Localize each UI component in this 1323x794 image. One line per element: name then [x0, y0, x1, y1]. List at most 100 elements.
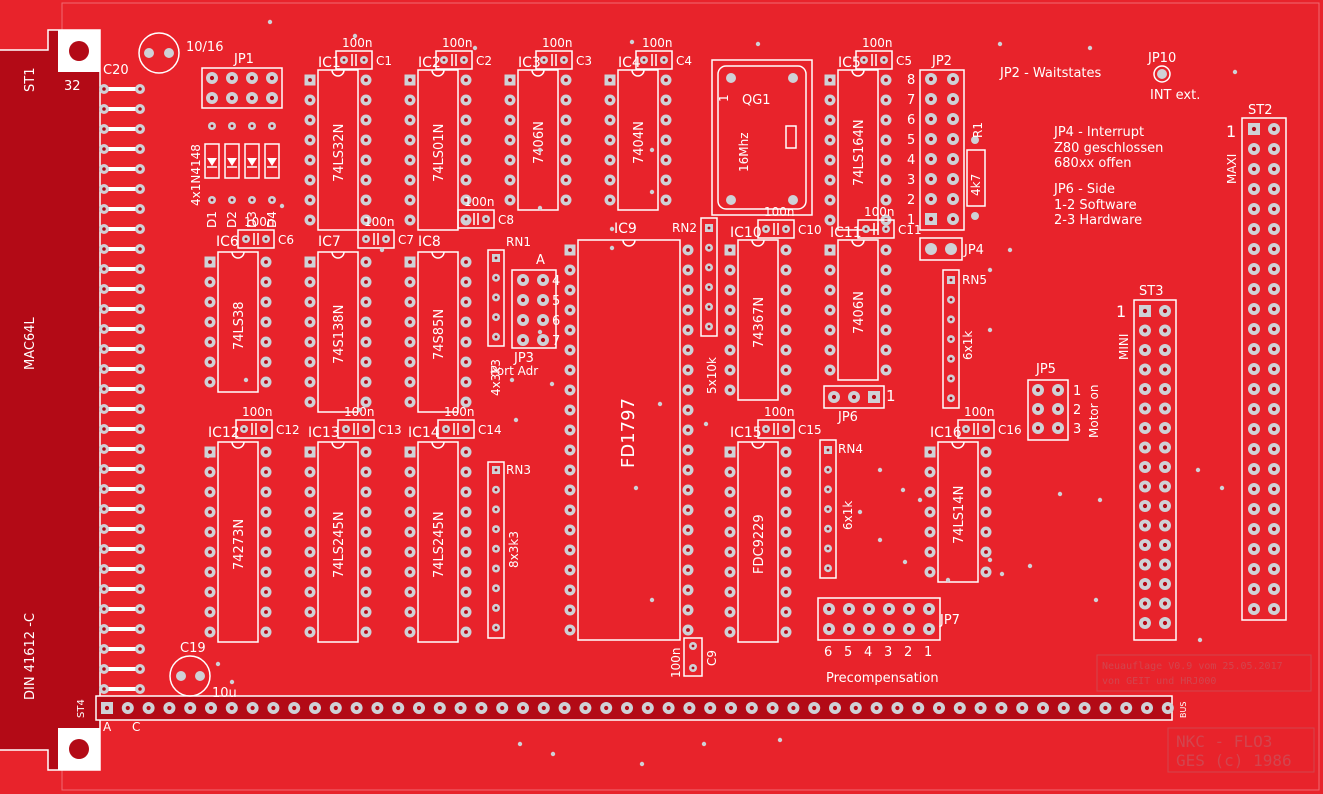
cap-label: C11 — [898, 223, 922, 237]
pad-hole — [984, 530, 988, 534]
header-st3: ST3 1 MINI — [1116, 284, 1177, 641]
via — [649, 597, 655, 603]
jp7-pin-number: 1 — [924, 645, 932, 660]
pad-hole — [728, 705, 734, 711]
pad-hole — [568, 488, 572, 492]
note-jp6-l1: 1-2 Software — [1054, 198, 1137, 213]
crystal-qg1: QG1 16Mhz 1 — [711, 59, 813, 216]
pad-hole — [464, 320, 468, 324]
pad-hole — [102, 427, 106, 431]
pad-hole — [364, 570, 368, 574]
via — [657, 401, 663, 407]
via — [537, 205, 543, 211]
pad-hole — [364, 530, 368, 534]
pad-hole — [308, 380, 312, 384]
pad-hole — [707, 285, 711, 289]
pad-hole — [384, 237, 388, 241]
pad-hole — [950, 136, 956, 142]
pad-hole — [541, 705, 546, 711]
via — [997, 41, 1003, 47]
pad-hole — [208, 705, 214, 711]
pad-hole — [209, 95, 215, 101]
st3-pins — [1139, 305, 1171, 629]
pad-hole — [494, 508, 498, 511]
pad-hole — [707, 246, 711, 250]
pad-hole — [464, 217, 468, 221]
pad-hole — [828, 268, 832, 272]
pad-hole — [928, 156, 934, 162]
note-jp4-l2: 680xx offen — [1054, 156, 1131, 171]
pad-hole — [728, 368, 732, 372]
pad-hole — [568, 628, 572, 632]
pad-hole — [408, 300, 412, 304]
diode-body — [224, 143, 240, 179]
via — [537, 329, 543, 335]
ic-body — [317, 251, 359, 413]
via — [1093, 597, 1099, 603]
pad-hole — [1251, 506, 1257, 512]
pad-hole — [1162, 484, 1168, 489]
pad-hole — [686, 408, 690, 412]
pad-hole — [1162, 406, 1168, 411]
pad-hole — [728, 308, 732, 312]
cap-value: 100n — [669, 647, 683, 678]
pad-hole — [564, 78, 568, 82]
diode-symbol — [227, 158, 237, 166]
cap-value: 100n — [442, 36, 473, 50]
pad-hole — [494, 256, 498, 260]
pad-hole — [464, 78, 468, 82]
pad-hole — [884, 78, 888, 82]
pad-hole — [264, 470, 268, 474]
ic-body — [317, 441, 359, 643]
pad-hole — [1055, 406, 1061, 412]
pad-hole — [308, 98, 312, 102]
pad-hole — [264, 360, 268, 364]
pad-hole — [1142, 523, 1148, 528]
pad-hole — [662, 58, 666, 62]
pad-hole — [230, 198, 234, 202]
rn2: RN2 5x10k — [672, 217, 719, 394]
pad-hole — [138, 147, 142, 151]
pad-hole — [464, 360, 468, 364]
pad-hole — [828, 288, 832, 292]
pad-hole — [1144, 705, 1150, 711]
pad-hole — [568, 608, 572, 612]
ic-label: IC10 — [730, 225, 762, 241]
pad-hole — [250, 198, 254, 202]
pad-hole — [208, 380, 212, 384]
pad-hole — [102, 587, 106, 591]
pad-hole — [464, 260, 468, 264]
pad-hole — [564, 118, 568, 122]
pad-hole — [707, 325, 711, 328]
pad-hole — [926, 606, 932, 612]
crystal-freq: 16Mhz — [737, 132, 751, 172]
pad-hole — [364, 118, 368, 122]
pad-hole — [664, 78, 668, 82]
pad-hole — [871, 394, 877, 400]
pad-hole — [568, 288, 572, 292]
via — [1087, 45, 1093, 51]
pad-hole — [1082, 705, 1087, 711]
pad-hole — [484, 217, 488, 221]
pad-hole — [464, 427, 468, 431]
pad-hole — [828, 218, 832, 222]
rn4-value: 6x1k — [841, 501, 855, 530]
pad-hole — [102, 107, 106, 111]
pad-hole — [828, 308, 832, 312]
pad-hole — [271, 705, 276, 711]
pad-hole — [138, 267, 142, 271]
ic-type: 74LS01N — [432, 124, 447, 182]
pad-hole — [608, 98, 612, 102]
cap-label: C14 — [478, 423, 502, 437]
pad-hole — [464, 590, 468, 594]
pad-hole — [1162, 425, 1168, 431]
st1-label: ST1 — [23, 68, 38, 92]
jp3-col: A — [536, 253, 545, 268]
pad-hole — [249, 75, 255, 81]
pad-hole — [364, 280, 368, 284]
rn2-label: RN2 — [672, 221, 697, 235]
pad-hole — [250, 124, 254, 128]
cap-body — [757, 219, 795, 239]
pad-hole — [308, 450, 312, 454]
